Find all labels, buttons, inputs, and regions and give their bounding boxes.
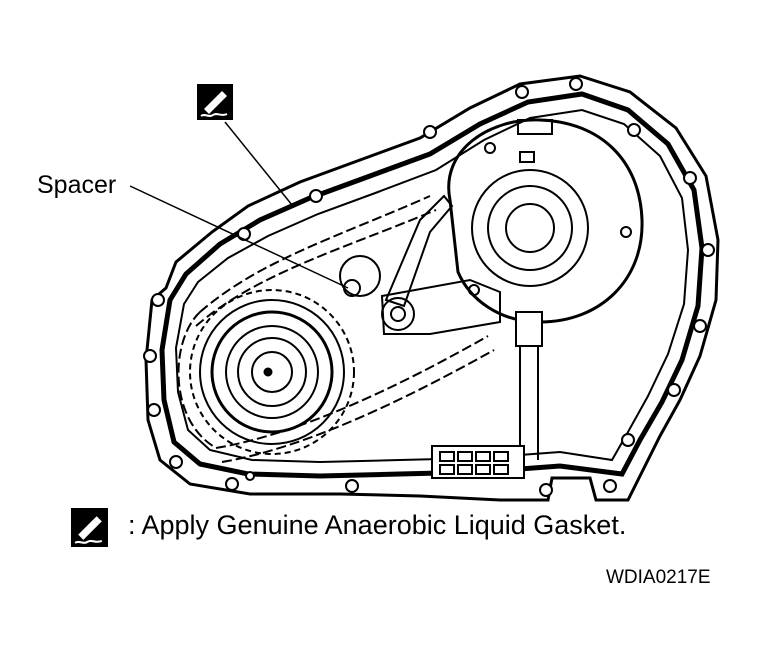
- figure-code: WDIA0217E: [606, 567, 711, 588]
- drive-chain: [177, 195, 495, 463]
- legend-text: : Apply Genuine Anaerobic Liquid Gasket.: [128, 510, 627, 540]
- shift-fork: [339, 194, 501, 335]
- case-outer-flange: [144, 74, 720, 502]
- drive-sprocket: [189, 289, 355, 455]
- output-housing: [447, 118, 644, 324]
- spacer-label: Spacer: [37, 171, 117, 199]
- gasket-line: [159, 91, 705, 479]
- gasket-leader: [224, 121, 293, 206]
- shift-rail: [431, 311, 543, 479]
- liquid-gasket-applicator-icon: [71, 508, 108, 547]
- spacer-leader: [129, 185, 349, 289]
- case-inner-wall: [174, 108, 690, 464]
- bolt-holes: [143, 77, 715, 497]
- liquid-gasket-applicator-icon: [197, 84, 233, 120]
